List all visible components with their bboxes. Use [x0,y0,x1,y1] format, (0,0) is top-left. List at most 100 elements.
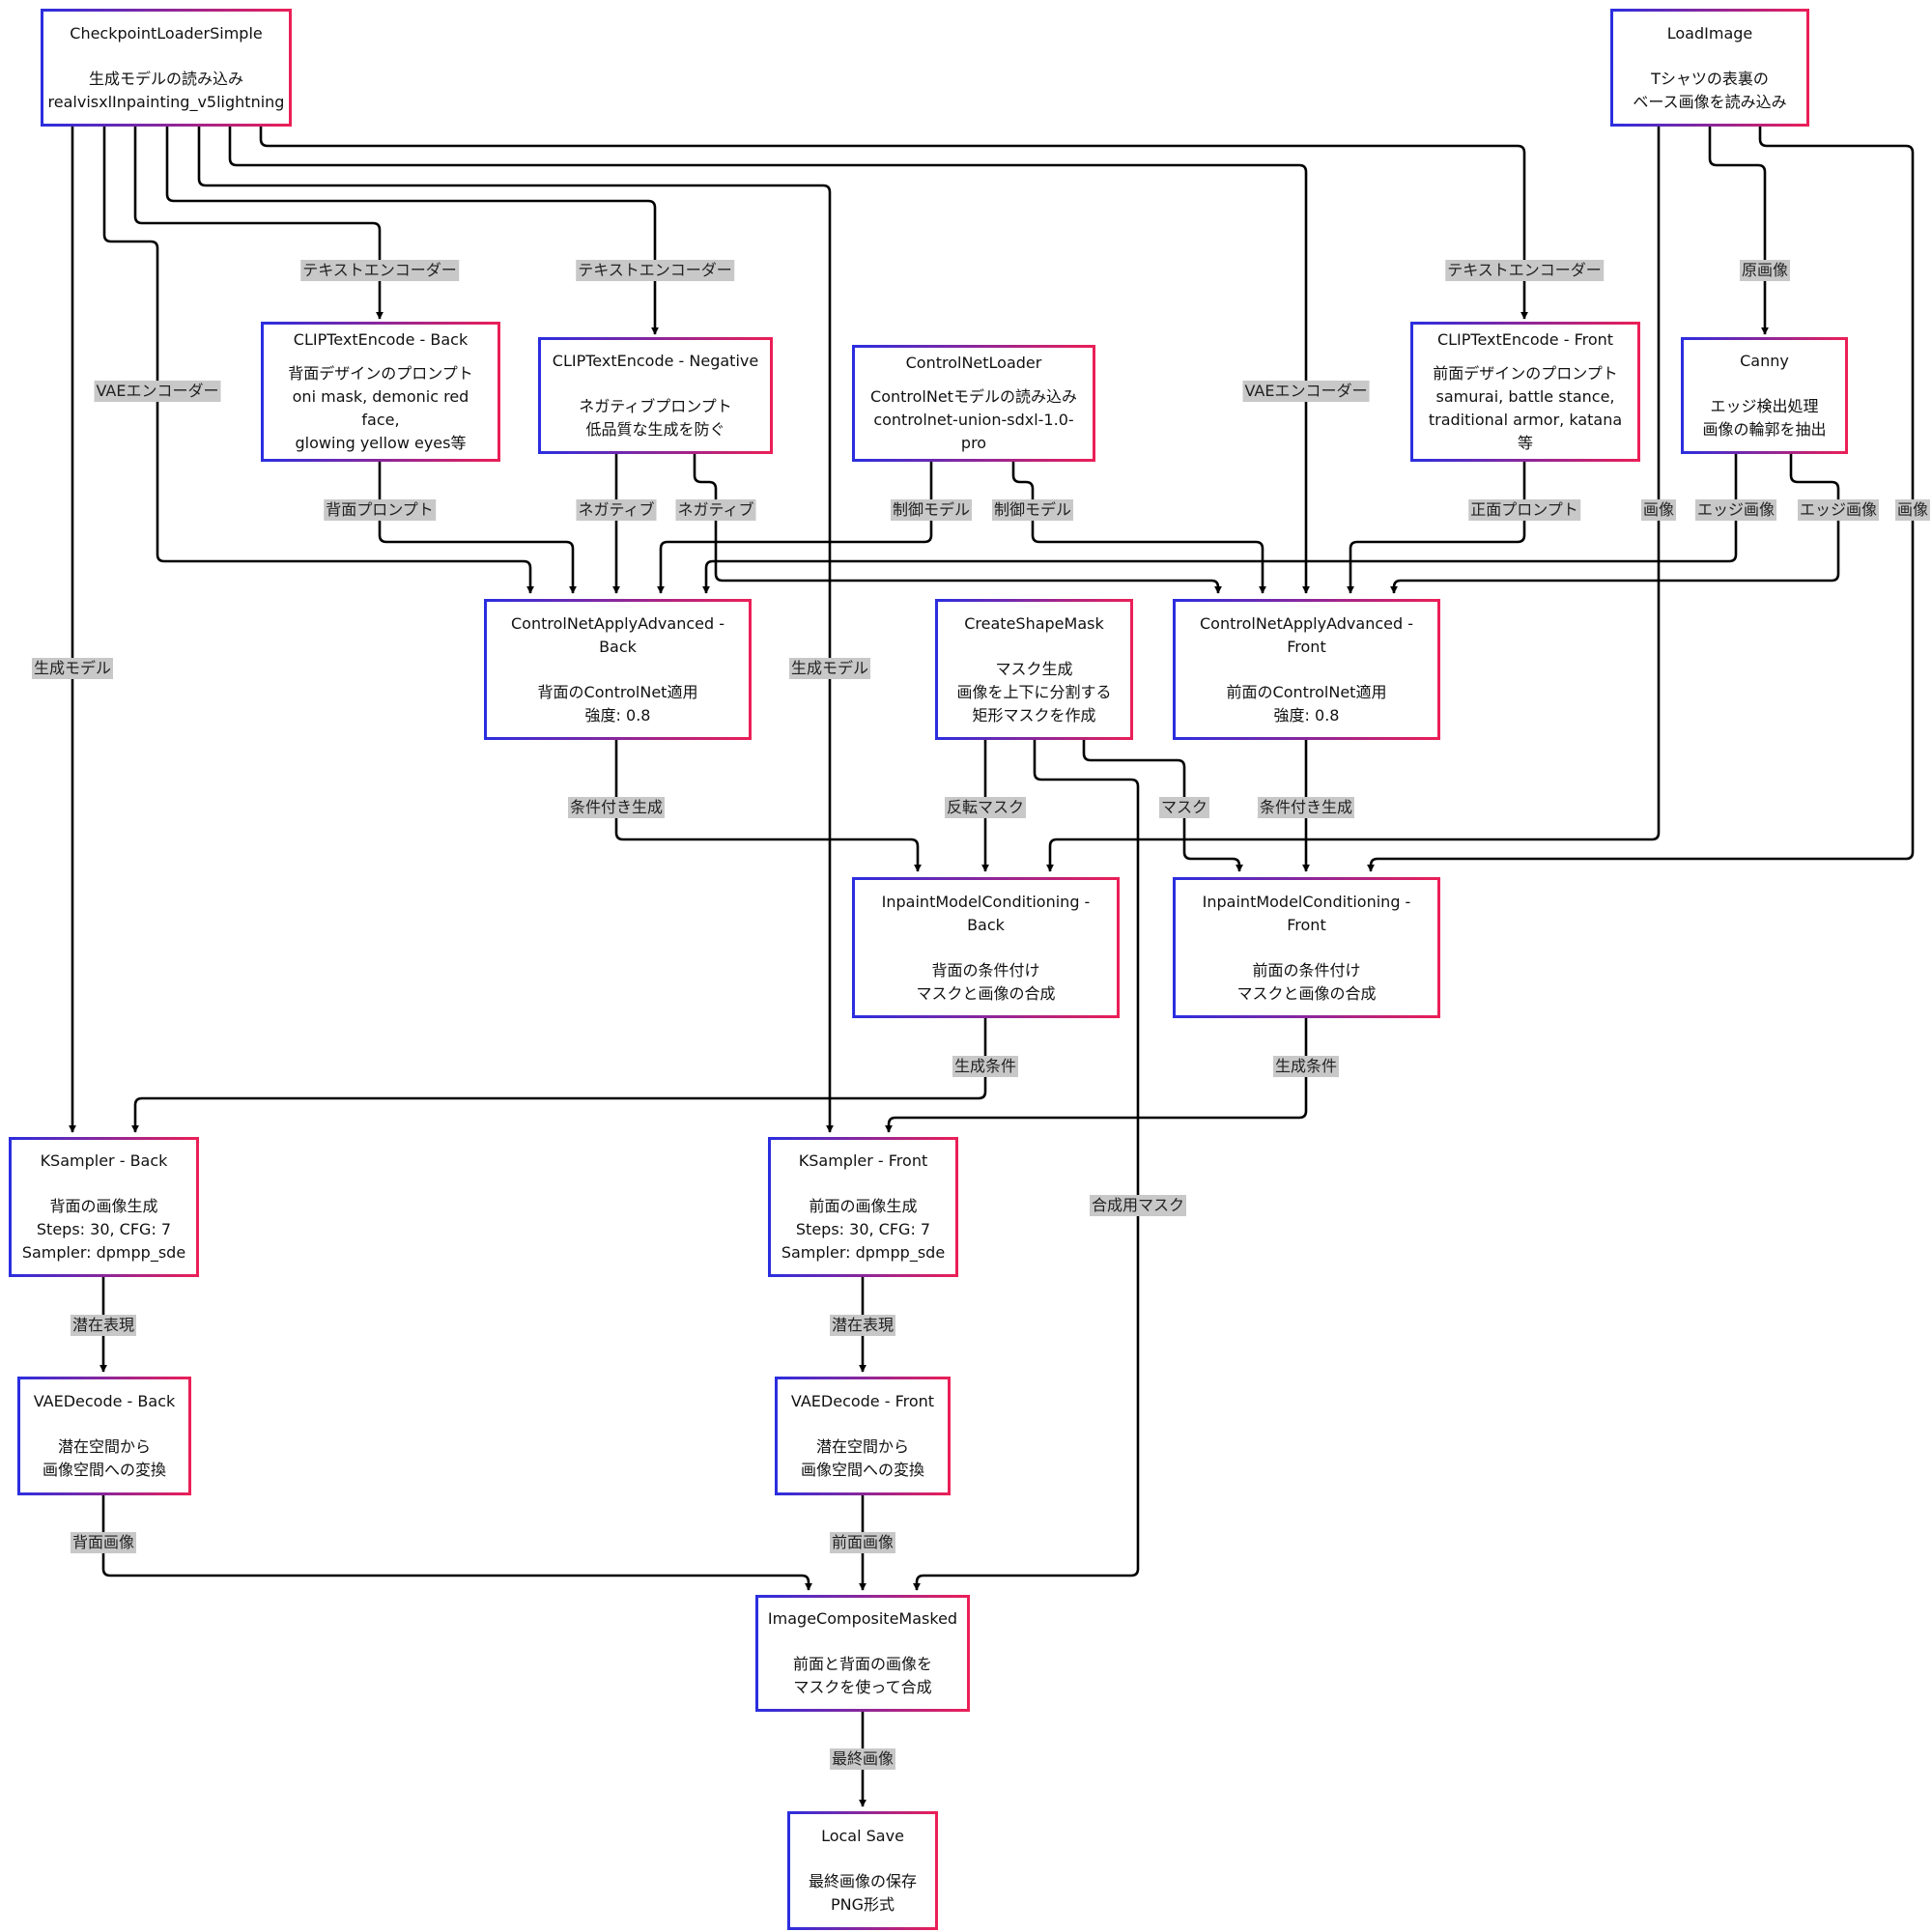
node-body: エッジ検出処理 画像の輪郭を抽出 [1702,397,1827,439]
node-title: InpaintModelConditioning - Back [881,892,1091,934]
edge-control-model-1 [657,462,933,594]
node-body: 前面と背面の画像を マスクを使って合成 [792,1655,932,1696]
node-title: CLIPTextEncode - Front [1436,330,1614,349]
edge-vae-right [228,127,1310,594]
node-clip-text-encode-back[interactable]: CLIPTextEncode - Back 背面デザインのプロンプト oni m… [261,322,500,462]
node-ksampler-front[interactable]: KSampler - Front 前面の画像生成 Steps: 30, CFG:… [768,1137,958,1277]
node-title: CreateShapeMask [964,613,1104,633]
edge-label-front-prompt: 正面プロンプト [1468,499,1580,521]
edge-composite-mask [913,740,1140,1591]
node-create-shape-mask[interactable]: CreateShapeMask マスク生成 画像を上下に分割する 矩形マスクを作… [935,599,1133,740]
node-body: 背面の画像生成 Steps: 30, CFG: 7 Sampler: dpmpp… [21,1197,186,1262]
edge-label-mask: マスク [1158,797,1210,818]
node-controlnet-apply-front[interactable]: ControlNetApplyAdvanced - Front 前面のContr… [1173,599,1440,740]
node-body: 前面の画像生成 Steps: 30, CFG: 7 Sampler: dpmpp… [781,1197,946,1262]
node-title: VAEDecode - Front [790,1392,935,1410]
edge-back-image [101,1495,812,1591]
node-local-save[interactable]: Local Save 最終画像の保存 PNG形式 [787,1811,938,1930]
node-body: マスク生成 画像を上下に分割する 矩形マスクを作成 [956,659,1112,724]
node-vae-decode-front[interactable]: VAEDecode - Front 潜在空間から 画像空間への変換 [775,1377,951,1495]
edge-back-prompt [378,462,577,594]
edge-label-negative-1: ネガティブ [576,499,657,521]
edge-label-gen-cond-front: 生成条件 [1272,1056,1340,1077]
node-title: ControlNetApplyAdvanced - Front [1200,613,1413,656]
edge-gen-cond-front [885,1018,1308,1133]
edge-gen-cond-back [131,1018,987,1133]
node-inpaint-conditioning-front[interactable]: InpaintModelConditioning - Front 前面の条件付け… [1173,877,1440,1018]
edge-label-latent-front: 潜在表現 [829,1315,896,1336]
edge-control-model-2 [1011,462,1266,594]
node-body: 最終画像の保存 PNG形式 [808,1872,917,1914]
edge-label-image-2: 画像 [1894,499,1931,521]
edge-negative-2 [693,454,1222,594]
node-title: InpaintModelConditioning - Front [1202,892,1411,934]
node-controlnet-loader[interactable]: ControlNetLoader ControlNetモデルの読み込み cont… [852,345,1095,462]
edge-label-final-image: 最終画像 [829,1748,896,1770]
edge-label-vae-right: VAEエンコーダー [1242,381,1370,402]
node-body: 前面の条件付け マスクと画像の合成 [1236,960,1377,1003]
node-checkpoint-loader[interactable]: CheckpointLoaderSimple 生成モデルの読み込み realvi… [41,9,292,127]
node-body: 潜在空間から 画像空間への変換 [42,1437,166,1479]
edge-gen-model-mid [197,127,834,1133]
node-clip-text-encode-negative[interactable]: CLIPTextEncode - Negative ネガティブプロンプト 低品質… [538,337,773,454]
edge-label-control-model-1: 制御モデル [890,499,973,521]
node-title: ControlNetApplyAdvanced - Back [511,613,724,656]
node-title: ControlNetLoader [905,354,1042,372]
node-clip-text-encode-front[interactable]: CLIPTextEncode - Front 前面デザインのプロンプト samu… [1410,322,1640,462]
edge-edge-image-2 [1390,454,1840,594]
edge-label-vae-left: VAEエンコーダー [94,381,221,402]
node-title: CLIPTextEncode - Back [293,330,469,349]
edge-original-image [1708,127,1769,335]
node-inpaint-conditioning-back[interactable]: InpaintModelConditioning - Back 背面の条件付け … [852,877,1120,1018]
edge-label-front-image: 前面画像 [829,1532,896,1553]
node-body: 生成モデルの読み込み realvisxlInpainting_v5lightni… [47,69,285,111]
node-ksampler-back[interactable]: KSampler - Back 背面の画像生成 Steps: 30, CFG: … [9,1137,199,1277]
edge-label-inverted-mask: 反転マスク [944,797,1027,818]
edge-label-back-image: 背面画像 [70,1532,137,1553]
node-body: ネガティブプロンプト 低品質な生成を防ぐ [579,397,732,439]
node-canny[interactable]: Canny エッジ検出処理 画像の輪郭を抽出 [1681,337,1848,454]
edge-te-front [259,127,1528,320]
node-vae-decode-back[interactable]: VAEDecode - Back 潜在空間から 画像空間への変換 [17,1377,191,1495]
node-body: 背面の条件付け マスクと画像の合成 [916,960,1056,1003]
node-title: Local Save [821,1827,904,1845]
node-title: CheckpointLoaderSimple [70,23,263,43]
edge-label-edge-image-2: エッジ画像 [1797,499,1880,521]
node-title: KSampler - Front [798,1151,928,1170]
node-body: Tシャツの表裏の ベース画像を読み込み [1633,69,1787,111]
edge-label-back-prompt: 背面プロンプト [324,499,436,521]
edge-label-te-back: テキストエンコーダー [300,260,459,281]
edge-label-gen-cond-back: 生成条件 [952,1056,1019,1077]
edge-label-te-neg: テキストエンコーダー [576,260,734,281]
node-title: VAEDecode - Back [33,1392,176,1410]
node-controlnet-apply-back[interactable]: ControlNetApplyAdvanced - Back 背面のContro… [484,599,752,740]
edge-label-te-front: テキストエンコーダー [1445,260,1604,281]
edge-edge-image-1 [702,454,1738,594]
node-load-image[interactable]: LoadImage Tシャツの表裏の ベース画像を読み込み [1610,9,1809,127]
edge-label-cond-gen-back: 条件付き生成 [567,797,666,818]
edge-te-back [133,127,384,320]
edge-label-control-model-2: 制御モデル [991,499,1074,521]
edge-label-image-1: 画像 [1640,499,1677,521]
node-body: ControlNetモデルの読み込み controlnet-union-sdxl… [870,387,1077,452]
edge-te-neg [165,127,659,335]
edge-label-gen-model-left: 生成モデル [31,658,114,679]
edge-label-cond-gen-front: 条件付き生成 [1257,797,1355,818]
edge-front-prompt [1347,462,1526,594]
node-image-composite-masked[interactable]: ImageCompositeMasked 前面と背面の画像を マスクを使って合成 [755,1595,970,1712]
node-title: CLIPTextEncode - Negative [552,352,759,370]
edge-label-gen-model-mid: 生成モデル [788,658,871,679]
edge-cond-gen-back [614,740,922,872]
edge-label-original-image: 原画像 [1739,260,1791,281]
node-body: 前面デザインのプロンプト samurai, battle stance, tra… [1428,364,1623,452]
node-title: Canny [1740,352,1789,370]
node-body: 背面デザインのプロンプト oni mask, demonic red face,… [288,364,473,452]
node-title: KSampler - Back [40,1151,168,1170]
node-body: 潜在空間から 画像空間への変換 [800,1437,924,1479]
edge-label-composite-mask: 合成用マスク [1089,1195,1187,1216]
edge-label-edge-image-1: エッジ画像 [1694,499,1777,521]
node-title: LoadImage [1666,23,1753,43]
edge-label-latent-back: 潜在表現 [70,1315,137,1336]
